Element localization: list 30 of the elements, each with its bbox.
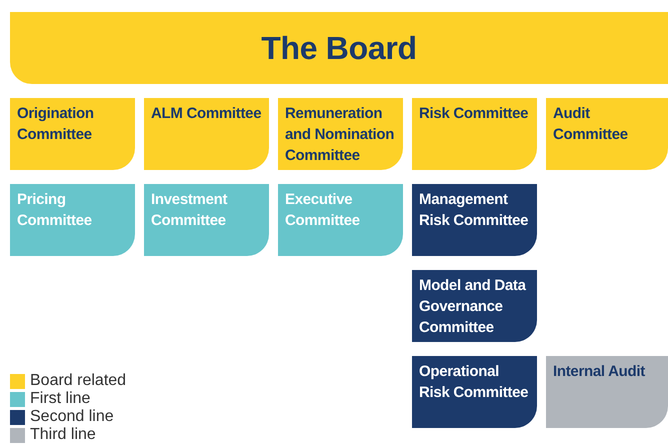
legend-label: Board related bbox=[30, 372, 126, 390]
committee-box bbox=[144, 184, 269, 256]
committee-box bbox=[278, 184, 403, 256]
committee-name: Executive Committee bbox=[285, 190, 361, 231]
committee-name: ALM Committee bbox=[151, 104, 262, 124]
board-title: The Board bbox=[261, 38, 417, 58]
committee-name: Audit Committee bbox=[553, 104, 629, 145]
committee-box bbox=[546, 98, 668, 170]
board-banner bbox=[10, 12, 668, 84]
committee-box bbox=[144, 98, 269, 170]
committee-name: Investment Committee bbox=[151, 190, 228, 231]
committee-name: Model and Data Governance Committee bbox=[419, 276, 527, 338]
committee-box bbox=[278, 98, 403, 170]
committee-name: Operational Risk Committee bbox=[419, 362, 530, 403]
committee-name: Management Risk Committee bbox=[419, 190, 530, 231]
committee-box bbox=[10, 98, 135, 170]
committee-box bbox=[412, 98, 537, 170]
committee-name: Pricing Committee bbox=[17, 190, 93, 231]
committee-name: Internal Audit bbox=[553, 362, 646, 382]
legend-label: Second line bbox=[30, 408, 114, 426]
committee-box bbox=[10, 184, 135, 256]
committee-box bbox=[546, 356, 668, 428]
committee-box bbox=[412, 184, 537, 256]
committee-name: Remuneration and Nomination Committee bbox=[285, 104, 396, 166]
committee-name: Origination Committee bbox=[17, 104, 95, 145]
committee-name: Risk Committee bbox=[419, 104, 530, 124]
legend-label: Third line bbox=[30, 426, 96, 444]
committee-box bbox=[412, 270, 537, 342]
committee-box bbox=[412, 356, 537, 428]
legend-label: First line bbox=[30, 390, 90, 408]
